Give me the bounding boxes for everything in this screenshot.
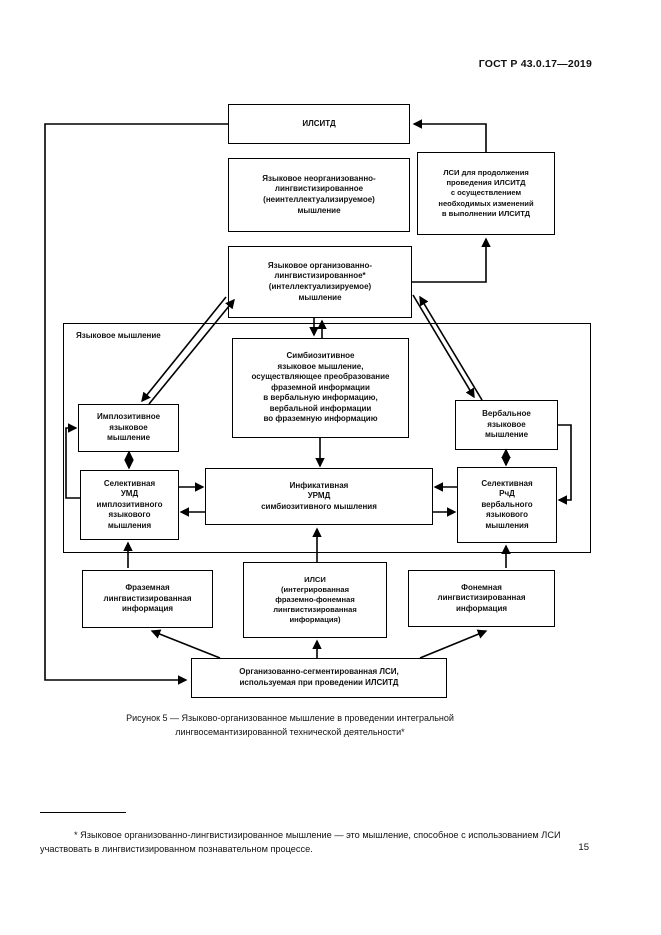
box-ilsitd: ИЛСИТД	[228, 104, 410, 144]
arrow-segmented-to-phraseme	[150, 629, 221, 659]
arrow-organized-to-lsi	[412, 237, 491, 283]
box-phoneme-info: Фонемная лингвистизированная информация	[408, 570, 555, 627]
box-implositive-thinking-label: Имплозитивное языковое мышление	[96, 412, 161, 443]
box-phraseme-info: Фраземная лингвистизированная информация	[82, 570, 213, 628]
box-unorganized-thinking-label: Языковое неорганизованно- лингвистизиров…	[262, 173, 376, 215]
figure-caption-line2: лингвосемантизированной технической деят…	[175, 726, 405, 737]
box-organized-thinking-label: Языковое организованно- лингвистизирован…	[267, 260, 373, 302]
box-selective-rchd-label: Селективная РчД вербального языкового мы…	[481, 478, 533, 530]
box-lsi-continuation-label: ЛСИ для продолжения проведения ИЛСИТД с …	[438, 168, 534, 218]
arrow-lsi-to-ilsitd	[412, 119, 487, 152]
box-ilsi-info: ИЛСИ (интегрированная фраземно-фонемная …	[243, 562, 387, 638]
footnote-rule	[40, 812, 126, 813]
box-urmd-label: Инфикативная УРМД симбиозитивного мышлен…	[261, 480, 377, 511]
box-symbiotic-thinking-label: Симбиозитивное языковое мышление, осущес…	[251, 351, 390, 424]
box-lsi-continuation: ЛСИ для продолжения проведения ИЛСИТД с …	[417, 152, 555, 235]
box-selective-rchd: Селективная РчД вербального языкового мы…	[457, 467, 557, 543]
box-verbal-thinking: Вербальное языковое мышление	[455, 400, 558, 450]
footnote-text: * Языковое организованно-лингвистизирова…	[40, 830, 561, 854]
box-symbiotic-thinking: Симбиозитивное языковое мышление, осущес…	[232, 338, 409, 438]
box-organized-segmented-lsi-label: Организованно-сегментированная ЛСИ, испо…	[239, 667, 399, 687]
figure-caption: Рисунок 5 — Языково-организованное мышле…	[20, 712, 560, 739]
box-unorganized-thinking: Языковое неорганизованно- лингвистизиров…	[228, 158, 410, 232]
box-organized-thinking: Языковое организованно- лингвистизирован…	[228, 246, 412, 318]
box-verbal-thinking-label: Вербальное языковое мышление	[482, 409, 531, 440]
box-implositive-thinking: Имплозитивное языковое мышление	[78, 404, 179, 452]
box-selective-umd-label: Селективная УМД имплозитивного языкового…	[96, 478, 163, 530]
box-ilsi-info-label: ИЛСИ (интегрированная фраземно-фонемная …	[273, 574, 357, 625]
standard-number: ГОСТ Р 43.0.17—2019	[478, 58, 592, 70]
page-number: 15	[578, 842, 589, 853]
box-organized-segmented-lsi: Организованно-сегментированная ЛСИ, испо…	[191, 658, 447, 698]
arrow-segmented-to-phoneme	[419, 629, 488, 659]
box-phoneme-info-label: Фонемная лингвистизированная информация	[437, 582, 526, 613]
box-ilsitd-label: ИЛСИТД	[302, 118, 336, 128]
box-phraseme-info-label: Фраземная лингвистизированная информация	[103, 583, 192, 614]
box-selective-umd: Селективная УМД имплозитивного языкового…	[80, 470, 179, 540]
box-urmd: Инфикативная УРМД симбиозитивного мышлен…	[205, 468, 433, 525]
container-label: Языковое мышление	[76, 331, 161, 340]
figure-caption-line1: Рисунок 5 — Языково-организованное мышле…	[126, 713, 454, 723]
